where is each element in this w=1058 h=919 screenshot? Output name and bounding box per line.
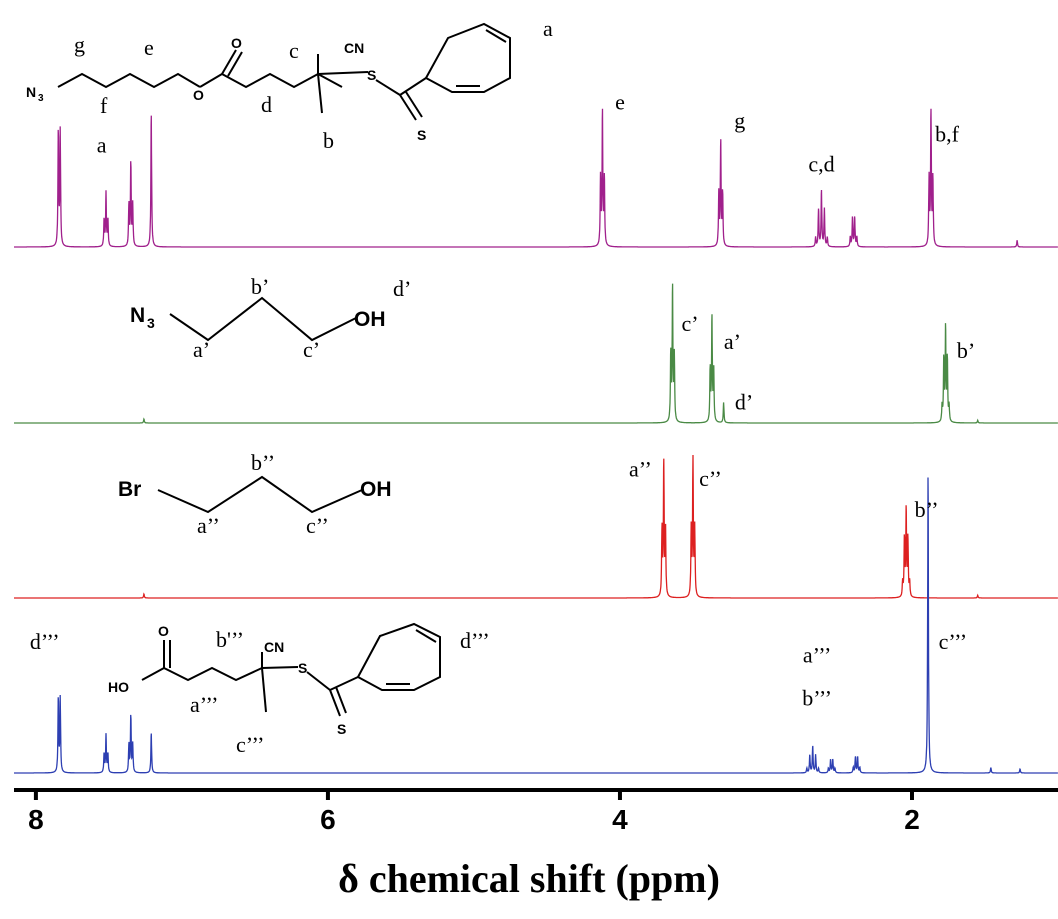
- molecule-3-text: Br OH: [118, 478, 392, 501]
- molecule-1-text: N 3 O O CN S S: [26, 35, 426, 143]
- spectrum-trace-2: [14, 283, 1058, 424]
- svg-text:b’’: b’’: [251, 450, 275, 475]
- svg-text:c’’’: c’’’: [236, 732, 264, 757]
- svg-text:a’’’: a’’’: [190, 692, 218, 717]
- ho-label: HO: [108, 679, 129, 695]
- acid-o-label: O: [158, 623, 169, 639]
- svg-text:c’’: c’’: [306, 513, 329, 538]
- peak-label-2-4: b’: [957, 338, 975, 363]
- svg-text:c: c: [289, 38, 299, 63]
- peak-label-3-3: b’’: [915, 497, 939, 522]
- thione-s-label-4: S: [337, 721, 346, 737]
- molecule-1-atom-labels: g e c d f b a: [74, 16, 553, 153]
- spectrum-trace-3: [14, 454, 1058, 599]
- spectra-traces: [14, 108, 1058, 774]
- cn-label-4: CN: [264, 639, 284, 655]
- thio-s-label-4: S: [298, 660, 307, 676]
- molecule-2-text: N 3 OH: [130, 304, 386, 331]
- x-tick-label-2: 2: [904, 804, 920, 835]
- peak-label-2-1: c’: [681, 311, 698, 336]
- peak-label-4-2: a’’’: [803, 642, 831, 667]
- svg-text:d: d: [261, 92, 272, 117]
- cn-label-1: CN: [344, 40, 364, 56]
- oh-label-3: OH: [360, 478, 392, 501]
- svg-text:c’: c’: [303, 337, 320, 362]
- oh-label-2: OH: [354, 308, 386, 331]
- peak-label-1-1: a: [97, 133, 107, 158]
- x-axis-label: δ chemical shift (ppm): [338, 856, 720, 901]
- peak-label-4-4: c’’’: [939, 629, 967, 654]
- molecule-2-structure: [169, 296, 357, 342]
- svg-text:e: e: [144, 35, 154, 60]
- x-axis-ticks: 8 6 4 2: [28, 790, 920, 835]
- svg-text:g: g: [74, 32, 85, 57]
- n3-label-2: N: [130, 304, 145, 327]
- peak-label-1-5: b,f: [935, 122, 960, 147]
- n3-label-1: N: [26, 84, 36, 100]
- svg-text:f: f: [100, 93, 108, 118]
- x-axis: 8 6 4 2: [14, 788, 1058, 835]
- molecule-4-structure: [141, 622, 441, 717]
- molecule-2-atom-labels: b’ d’ a’ c’: [193, 274, 411, 362]
- x-tick-label-4: 4: [612, 804, 628, 835]
- peak-label-3-2: c’’: [699, 466, 722, 491]
- spectrum-trace-4: [14, 477, 1058, 774]
- n3-subscript-1: 3: [38, 93, 44, 104]
- peak-label-1-3: g: [734, 108, 745, 133]
- carbonyl-o-label: O: [231, 35, 242, 51]
- thione-s-label-1: S: [417, 127, 426, 143]
- svg-text:d’’’: d’’’: [460, 628, 490, 653]
- molecule-4-text: HO O CN S S: [108, 623, 346, 737]
- molecule-3-atom-labels: b’’ a’’ c’’: [197, 450, 329, 538]
- svg-text:b'’’: b'’’: [216, 627, 244, 652]
- svg-text:a’: a’: [193, 337, 210, 362]
- svg-text:b: b: [323, 128, 334, 153]
- molecule-3-structure: [157, 475, 363, 514]
- x-tick-label-6: 6: [320, 804, 336, 835]
- spectrum-trace-1: [14, 108, 1058, 248]
- n3-subscript-2: 3: [147, 315, 155, 331]
- peak-label-3-1: a’’: [629, 457, 652, 482]
- peak-label-4-1: d’’’: [30, 629, 60, 654]
- peak-labels: a e g c,d b,f c’ a’ d’ b’ a’’ c’’ b’’ d’’’ a’’’ b’’’ c’…: [30, 89, 975, 710]
- peak-label-1-2: e: [615, 89, 625, 114]
- molecule-1-structure: [57, 22, 511, 121]
- svg-text:d’: d’: [393, 276, 411, 301]
- thio-s-label-1: S: [367, 67, 376, 83]
- peak-label-1-4: c,d: [808, 151, 834, 176]
- peak-label-2-3: d’: [735, 390, 753, 415]
- svg-text:a’’: a’’: [197, 513, 220, 538]
- svg-text:a: a: [543, 16, 553, 41]
- br-label: Br: [118, 478, 141, 501]
- svg-text:b’: b’: [251, 274, 269, 299]
- peak-label-4-3: b’’’: [802, 686, 832, 711]
- x-tick-label-8: 8: [28, 804, 44, 835]
- peak-label-2-2: a’: [724, 329, 741, 354]
- ester-o-label: O: [193, 87, 204, 103]
- molecule-4-atom-labels: b'’’ a’’’ c’’’ d’’’: [190, 627, 490, 757]
